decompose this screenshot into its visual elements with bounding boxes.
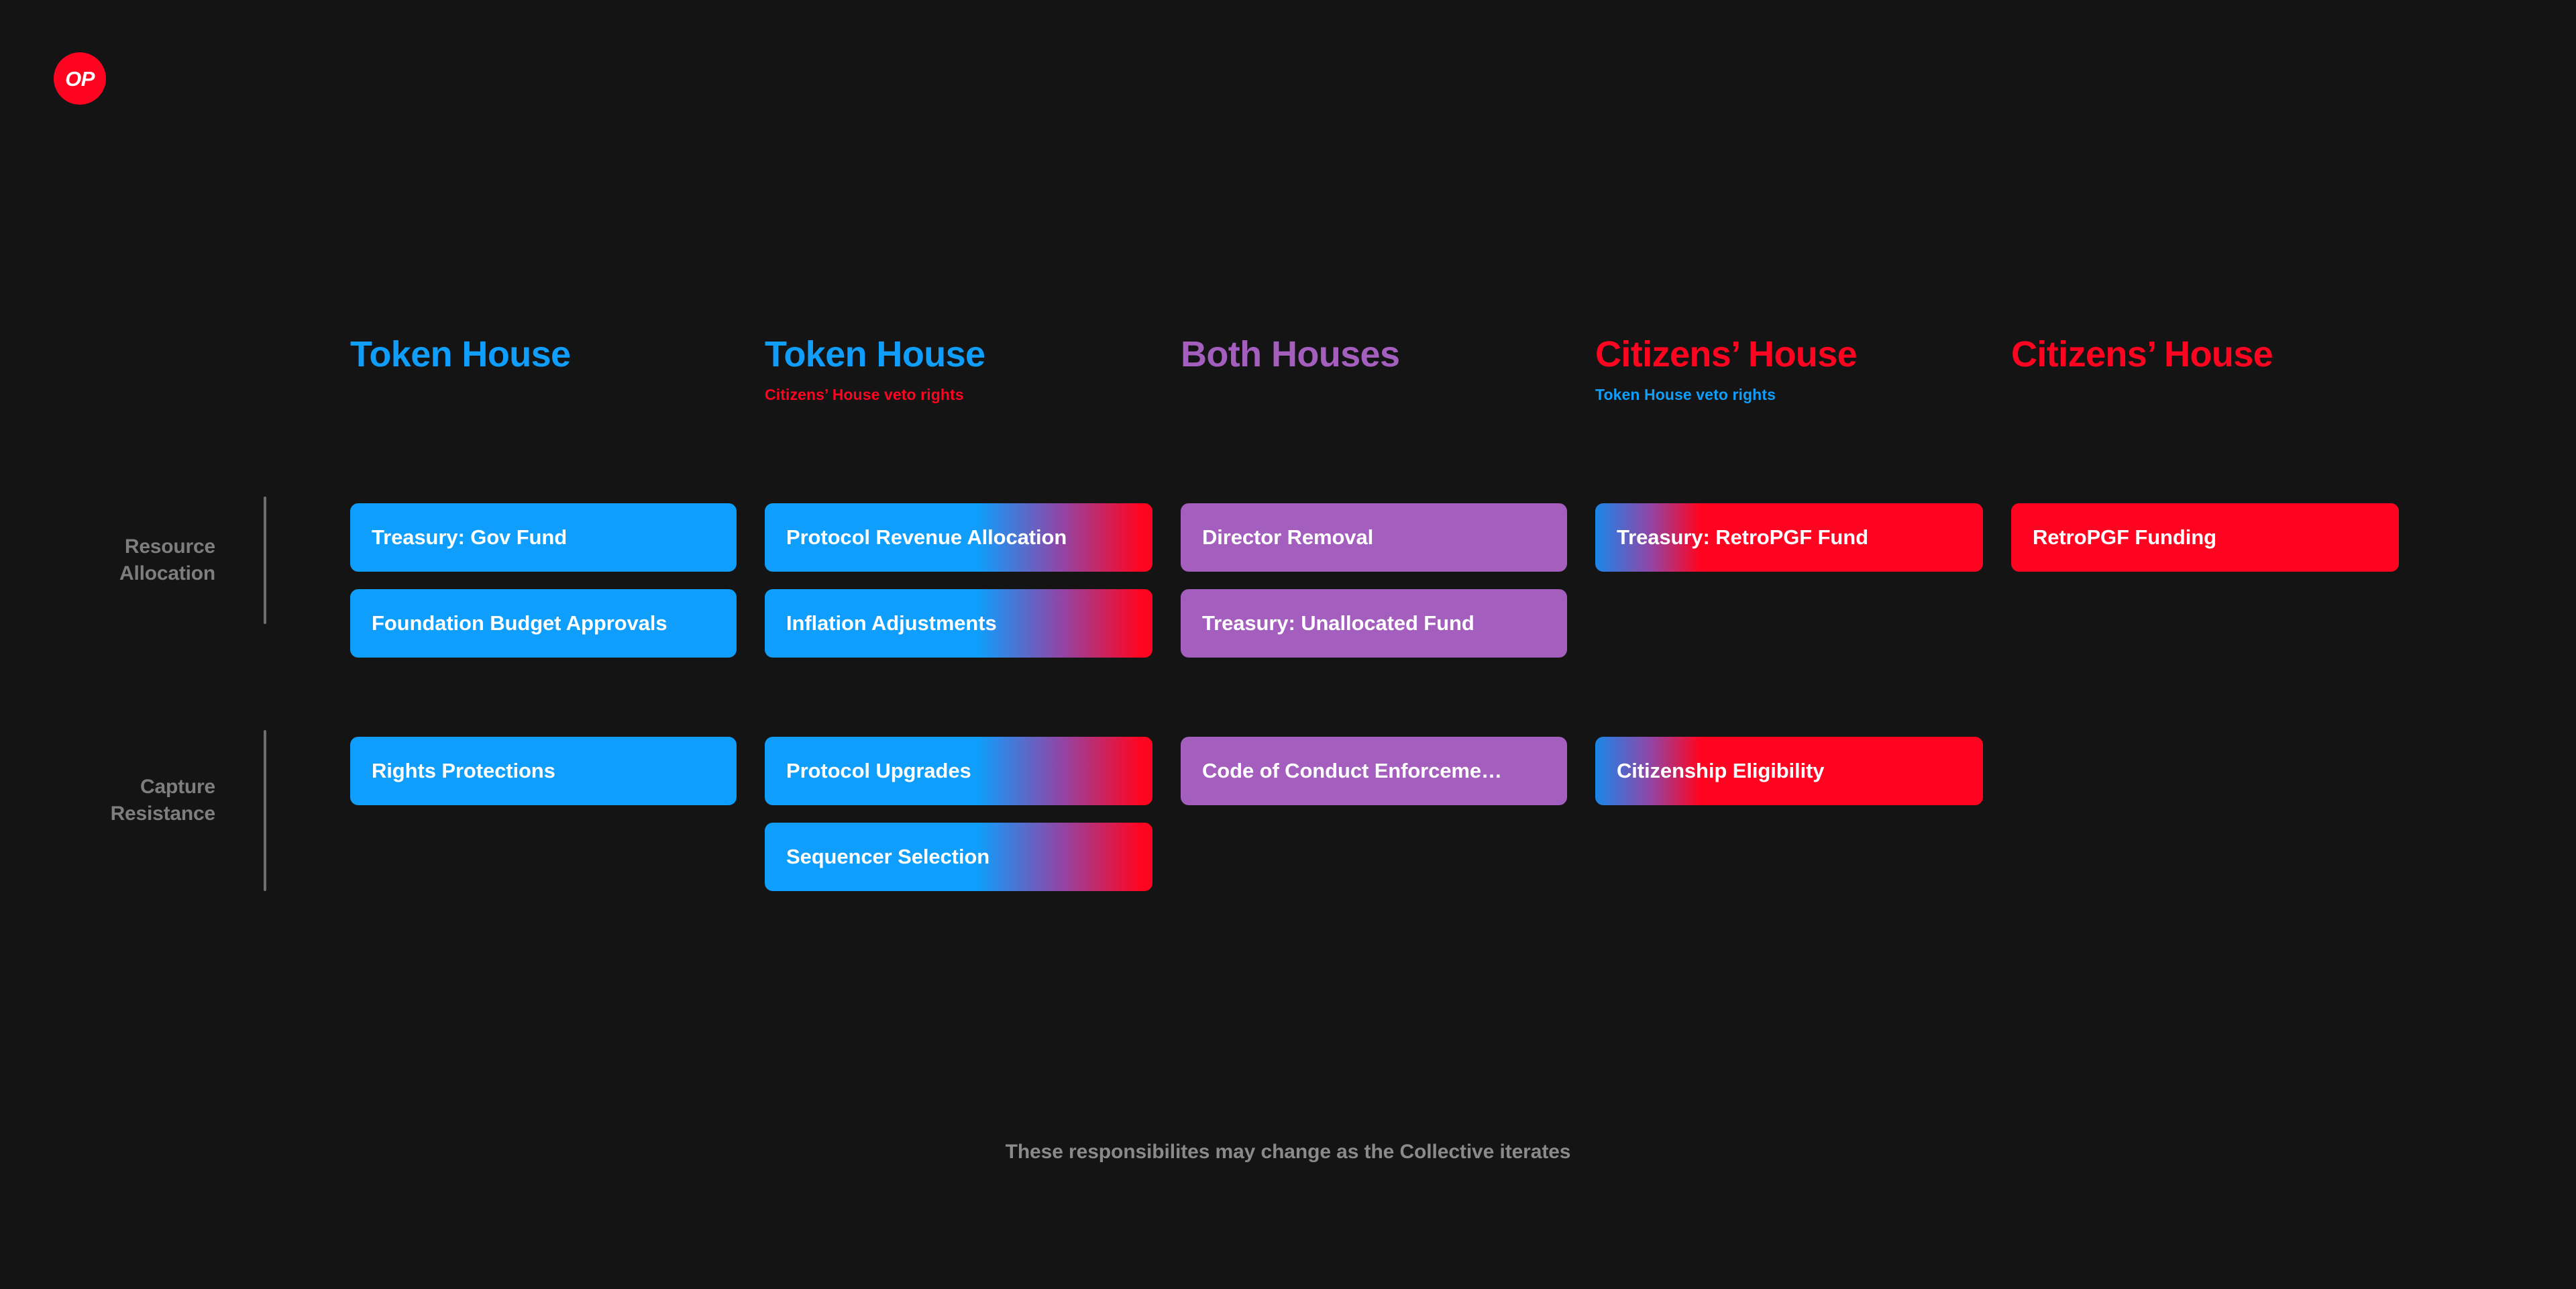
card-label: Protocol Upgrades xyxy=(786,759,971,782)
column-veto-note: Token House veto rights xyxy=(1595,385,1776,403)
column-house-name: Token House xyxy=(765,334,985,374)
responsibility-card[interactable]: RetroPGF Funding xyxy=(2011,503,2399,572)
op-logo-label: OP xyxy=(65,66,95,91)
responsibility-card[interactable]: Treasury: RetroPGF Fund xyxy=(1595,503,1983,572)
responsibility-card[interactable]: Foundation Budget Approvals xyxy=(350,589,737,658)
row-divider-capture-resistance xyxy=(264,730,266,891)
responsibility-card[interactable]: Rights Protections xyxy=(350,737,737,805)
card-label: Foundation Budget Approvals xyxy=(372,611,667,635)
card-label: Sequencer Selection xyxy=(786,845,990,868)
card-label: Treasury: Unallocated Fund xyxy=(1202,611,1474,635)
card-label: Director Removal xyxy=(1202,525,1374,549)
column-house-name: Citizens’ House xyxy=(2011,334,2273,374)
responsibility-card[interactable]: Treasury: Gov Fund xyxy=(350,503,737,572)
card-label: Code of Conduct Enforceme… xyxy=(1202,759,1502,782)
card-label: Inflation Adjustments xyxy=(786,611,997,635)
column-header-token-house-veto: Token House Citizens’ House veto rights xyxy=(765,336,1181,404)
column-header-token-house: Token House xyxy=(350,336,766,374)
card-label: RetroPGF Funding xyxy=(2033,525,2216,549)
responsibility-card[interactable]: Citizenship Eligibility xyxy=(1595,737,1983,805)
column-header-both-houses: Both Houses xyxy=(1181,336,1597,374)
card-label: Rights Protections xyxy=(372,759,555,782)
responsibility-card[interactable]: Director Removal xyxy=(1181,503,1567,572)
responsibility-card[interactable]: Protocol Upgrades xyxy=(765,737,1152,805)
column-house-name: Citizens’ House xyxy=(1595,334,1858,374)
row-divider-resource-allocation xyxy=(264,497,266,624)
responsibility-card[interactable]: Sequencer Selection xyxy=(765,823,1152,891)
card-label: Citizenship Eligibility xyxy=(1617,759,1825,782)
column-house-name: Both Houses xyxy=(1181,334,1400,374)
responsibility-card[interactable]: Treasury: Unallocated Fund xyxy=(1181,589,1567,658)
responsibility-card[interactable]: Code of Conduct Enforceme… xyxy=(1181,737,1567,805)
responsibility-card[interactable]: Protocol Revenue Allocation xyxy=(765,503,1152,572)
responsibility-card[interactable]: Inflation Adjustments xyxy=(765,589,1152,658)
column-header-citizens-house: Citizens’ House xyxy=(2011,336,2427,374)
footer-disclaimer: These responsibilites may change as the … xyxy=(1005,1141,1571,1163)
card-label: Protocol Revenue Allocation xyxy=(786,525,1067,549)
column-header-citizens-house-veto: Citizens’ House Token House veto rights xyxy=(1595,336,2011,404)
card-label: Treasury: RetroPGF Fund xyxy=(1617,525,1868,549)
column-veto-note: Citizens’ House veto rights xyxy=(765,385,964,403)
op-logo-icon: OP xyxy=(54,52,106,105)
column-house-name: Token House xyxy=(350,334,571,374)
card-label: Treasury: Gov Fund xyxy=(372,525,568,549)
